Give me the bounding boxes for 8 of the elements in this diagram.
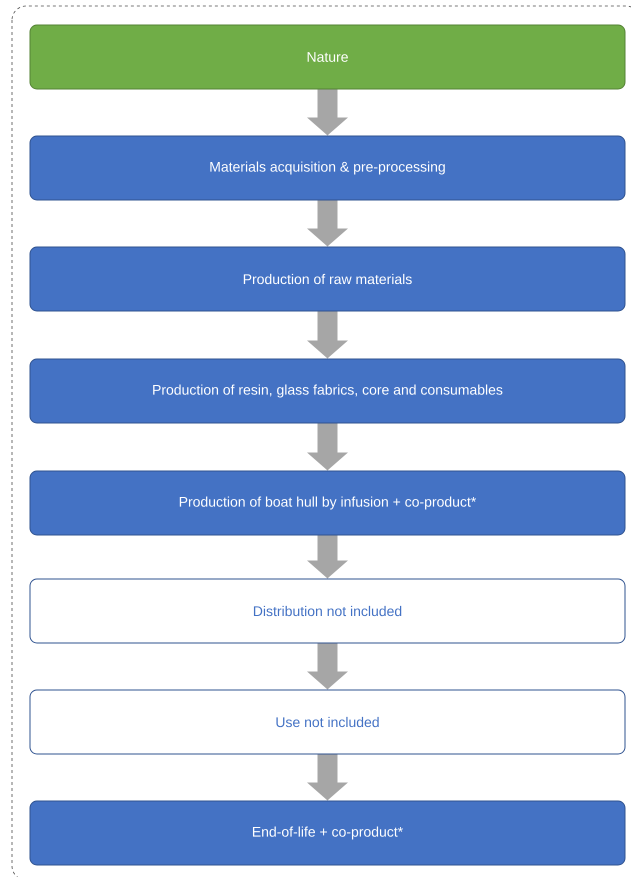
process-box: End-of-life + co-product* (30, 800, 626, 866)
process-box: Nature (30, 24, 626, 90)
process-box: Distribution not included (30, 578, 626, 644)
process-box: Use not included (30, 690, 626, 754)
process-box: Production of boat hull by infusion + co-product* (30, 470, 626, 536)
process-box: Production of resin, glass fabrics, core and consumables (30, 358, 626, 424)
process-box: Materials acquisition & pre-processing (30, 136, 626, 200)
process-box: Production of raw materials (30, 246, 626, 312)
